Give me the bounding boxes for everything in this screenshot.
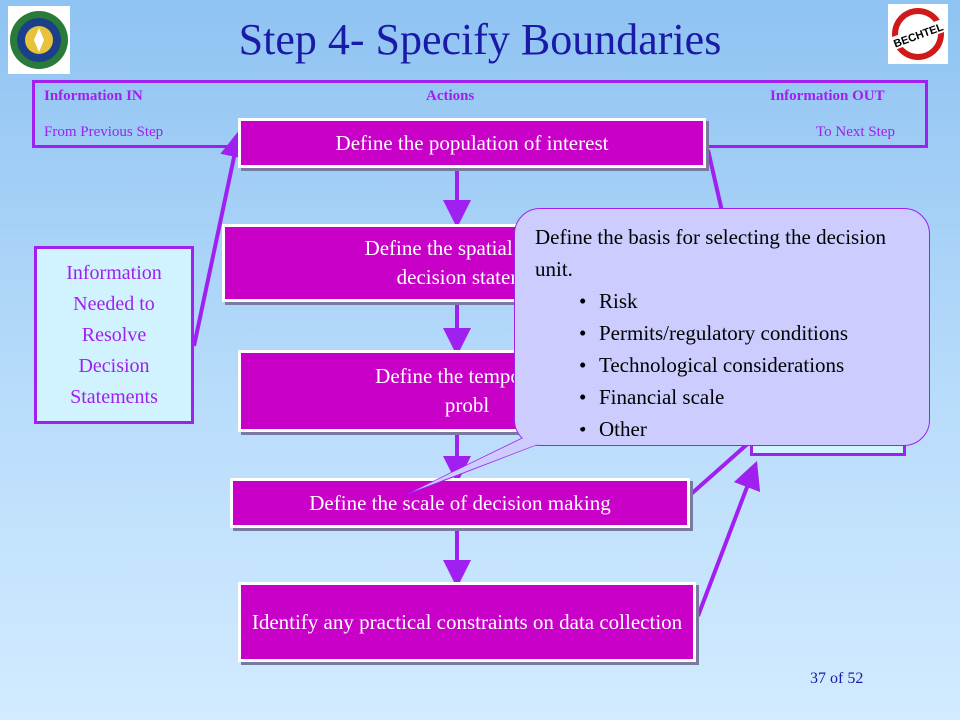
callout-item: Permits/regulatory conditions — [579, 317, 848, 349]
callout-item: Technological considerations — [579, 349, 848, 381]
step-5-label: Identify any practical constraints on da… — [251, 609, 683, 634]
step-box-1: Define the population of interest — [238, 118, 706, 168]
from-previous-step: From Previous Step — [44, 124, 164, 140]
callout-item: Other — [579, 413, 848, 445]
info-out-link — [688, 438, 754, 497]
doe-seal-icon — [8, 6, 70, 74]
info-in-label: Information IN — [44, 88, 143, 104]
callout-bubble: Define the basis for selecting the decis… — [514, 208, 930, 446]
actions-label: Actions — [426, 88, 475, 104]
callout-item: Financial scale — [579, 381, 848, 413]
info-in-arrow — [192, 129, 248, 347]
page-number: 37 of 52 — [810, 670, 864, 687]
step-1-label: Define the population of interest — [335, 130, 609, 155]
info-out-label: Information OUT — [770, 88, 885, 104]
callout-title: Define the basis for selecting the decis… — [535, 225, 887, 281]
info-out-arrow-bottom — [696, 460, 761, 617]
step-box-5: Identify any practical constraints on da… — [238, 582, 696, 662]
to-next-step: To Next Step — [816, 124, 895, 140]
callout-item: Risk — [579, 285, 848, 317]
info-in-text: Information Needed to Resolve Decision S… — [66, 261, 162, 408]
info-in-box: Information Needed to Resolve Decision S… — [34, 246, 194, 424]
callout-list: Risk Permits/regulatory conditions Techn… — [579, 285, 848, 445]
step-4-label: Define the scale of decision making — [309, 490, 611, 515]
bechtel-logo-icon: BECHTEL — [888, 4, 948, 64]
slide-title: Step 4- Specify Boundaries — [238, 15, 722, 64]
step-box-4: Define the scale of decision making — [230, 478, 690, 528]
